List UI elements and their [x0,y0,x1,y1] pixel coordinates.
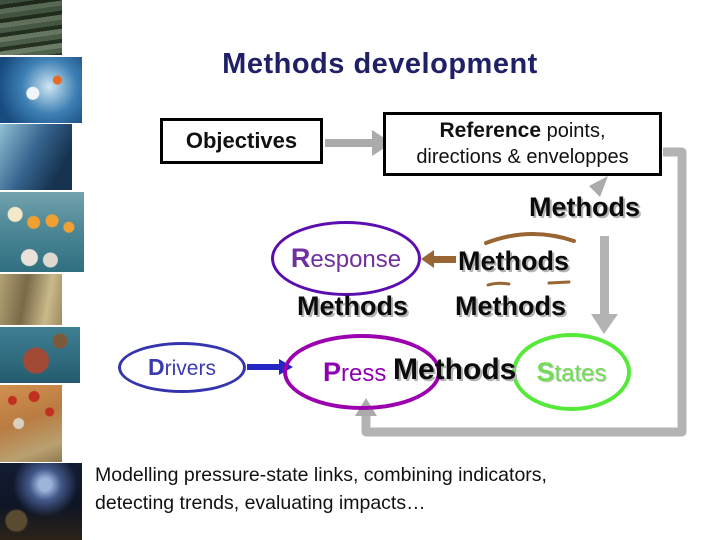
methods-label-top: Methods [529,192,640,222]
caption: Modelling pressure-state links, combinin… [95,461,710,518]
diving-whale-painting [0,124,72,190]
brown-dash-left [486,281,511,287]
drivers-rest: rivers [164,357,216,380]
slide-title: Methods development [222,48,538,80]
brown-arc [484,232,576,245]
night-seafloor-painting [0,463,82,540]
response-rest: esponse [310,246,402,273]
drivers-label: Drivers [148,354,216,381]
reference-line2: directions & enveloppes [416,145,629,168]
methods-label-row-left: Methods [297,291,408,321]
response-label: Response [291,243,401,274]
caption-line1: Modelling pressure-state links, combinin… [95,464,547,486]
press-ellipse: Press [283,334,441,410]
drivers-ellipse: Drivers [118,342,246,393]
reference-title-bold: Reference [439,119,542,143]
response-initial: R [290,243,311,273]
press-rest: ress [341,359,387,387]
methods-to-states-arrow [591,236,618,334]
methods-label-response: Methods [458,246,569,276]
methods-to-response-arrow [421,250,456,268]
buoys-and-seals-painting [0,192,84,272]
drivers-initial: D [148,354,165,380]
blue-sea-splash-painting [0,57,82,123]
sardines-painting [0,0,62,55]
reference-line1: Reference points, [439,118,605,144]
states-initial: S [536,356,555,387]
methods-label-press-states: Methods [393,353,517,386]
response-ellipse: Response [271,221,421,296]
octopus-painting [0,327,80,383]
beached-fish-painting [0,274,62,325]
caption-line2: detecting trends, evaluating impacts… [95,492,426,515]
press-initial: P [323,356,342,387]
methods-label-row-right: Methods [455,291,566,321]
states-rest: tates [554,359,607,387]
objectives-box: Objectives [160,118,323,164]
starfish-painting [0,385,62,462]
states-label: States [536,357,606,388]
reference-title-rest: points, [541,120,606,143]
reference-box: Reference points, directions & enveloppe… [383,112,662,176]
objectives-label: Objectives [185,128,298,153]
states-ellipse: States [512,333,631,411]
press-label: Press [323,357,386,388]
objectives-to-reference-arrow [325,130,392,156]
brown-dash-right [547,280,571,285]
